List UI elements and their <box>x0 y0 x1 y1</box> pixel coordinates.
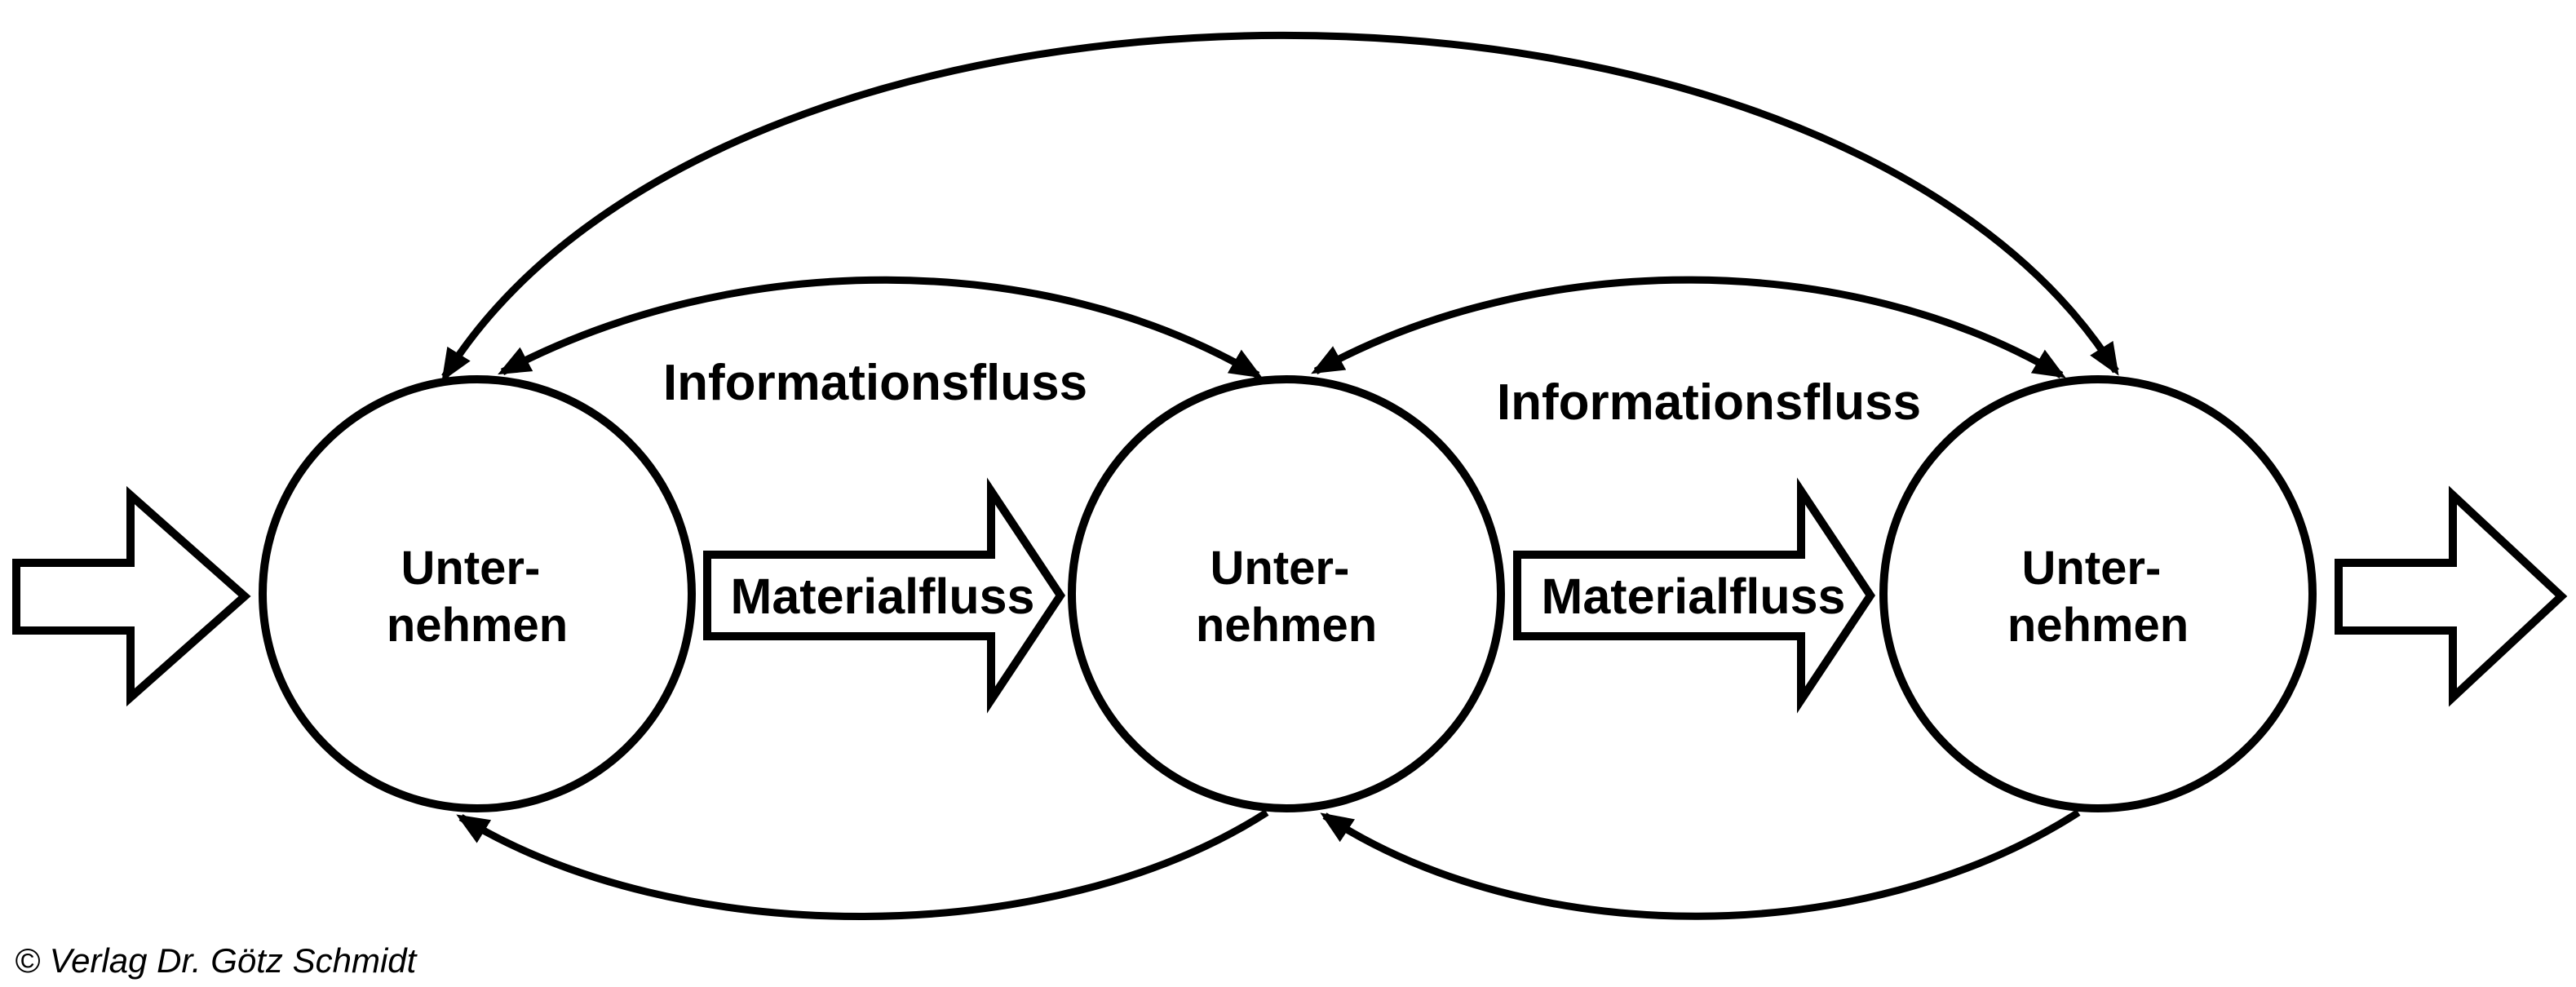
information-flow-label-1: Informationsfluss <box>663 355 1087 411</box>
bottom-flow-arc-left <box>456 809 1269 920</box>
company-label-3: Unter- nehmen <box>2007 542 2189 652</box>
material-flow-label-1: Materialfluss <box>731 569 1035 624</box>
material-flow-label-2: Materialfluss <box>1542 569 1846 624</box>
company-label-1: Unter- nehmen <box>387 542 568 652</box>
copyright-text: © Verlag Dr. Götz Schmidt <box>15 941 418 980</box>
bottom-flow-arc-right <box>1320 809 2081 920</box>
material-flow-block-arrow-2 <box>1513 477 1876 714</box>
company-label-2: Unter- nehmen <box>1196 542 1377 652</box>
information-flow-label-2: Informationsfluss <box>1497 374 1921 431</box>
company-label-3-line1: Unter- <box>2022 542 2162 595</box>
company-label-3-line2: nehmen <box>2007 599 2189 652</box>
material-flow-block-arrow-1 <box>703 477 1066 714</box>
company-label-1-line2: nehmen <box>387 599 568 652</box>
company-circle-3 <box>1879 375 2317 812</box>
company-label-1-line1: Unter- <box>401 542 541 595</box>
information-flow-arc-left <box>498 276 1263 378</box>
outflow-block-arrow <box>2335 485 2568 707</box>
company-label-2-line1: Unter- <box>1211 542 1350 595</box>
company-circle-2 <box>1068 375 1505 812</box>
information-flow-arc-long <box>441 31 2119 382</box>
company-circle-1 <box>259 375 696 812</box>
company-label-2-line2: nehmen <box>1196 599 1377 652</box>
inflow-block-arrow <box>12 485 251 707</box>
information-flow-arc-right <box>1311 276 2066 378</box>
